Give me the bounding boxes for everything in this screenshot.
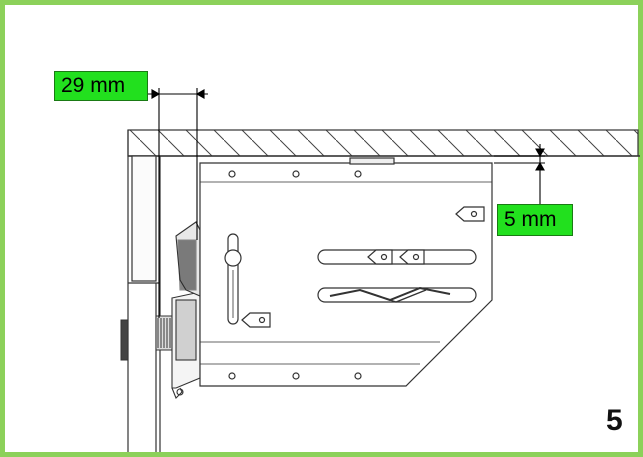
- arrowhead-right-icon: [195, 89, 205, 99]
- arrowhead-up-icon: [535, 161, 545, 171]
- side-panel: [127, 130, 161, 452]
- step-number: 5: [606, 404, 623, 437]
- dimension-label-29mm: 29 mm: [54, 71, 148, 101]
- door-edge: [120, 315, 173, 361]
- top-panel: [127, 129, 640, 157]
- hinge-arm: [171, 221, 201, 399]
- dimension-5mm: [494, 144, 545, 210]
- arrowhead-left-icon: [151, 89, 161, 99]
- mounting-plate: [199, 157, 493, 387]
- arrowhead-down-icon: [535, 148, 545, 158]
- dimension-label-5mm: 5 mm: [497, 204, 573, 236]
- dimension-29mm: [148, 88, 208, 318]
